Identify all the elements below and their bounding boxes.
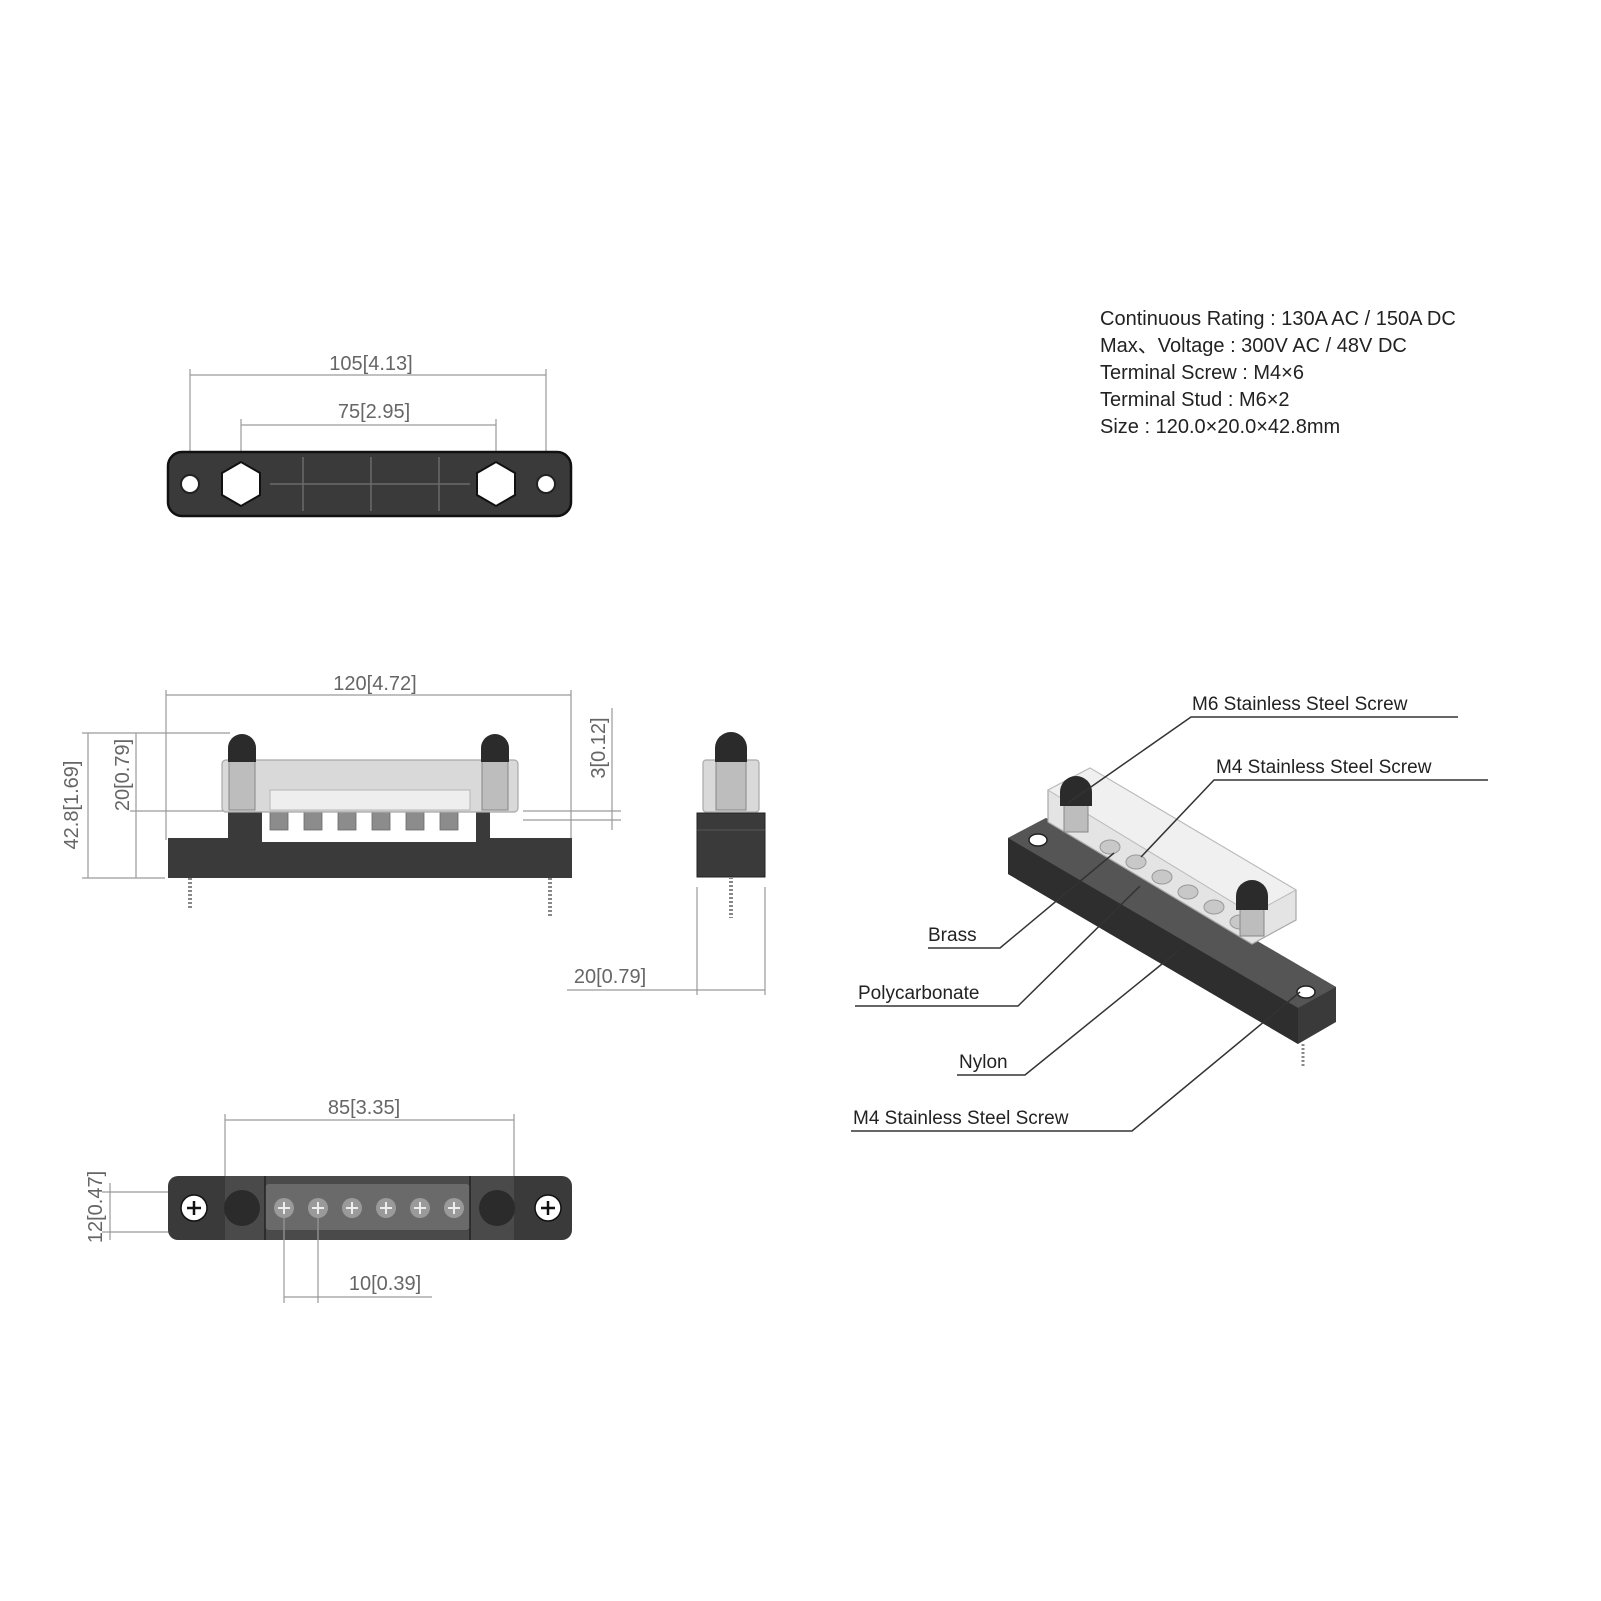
- side-stud-cap-icon: [715, 732, 747, 762]
- spec-size: Size : 120.0×20.0×42.8mm: [1100, 416, 1340, 438]
- mount-hole-right: [536, 474, 556, 494]
- spec-block: Continuous Rating : 130A AC / 150A DC Ma…: [1100, 308, 1456, 438]
- dim-base-height: 20[0.79]: [112, 739, 134, 811]
- mount-hole-left: [180, 474, 200, 494]
- side-view: 20[0.79]: [567, 732, 766, 995]
- dim-cover-gap: 3[0.12]: [588, 717, 610, 778]
- top-view: 105[4.13] 75[2.95]: [166, 353, 573, 518]
- spec-terminal-stud: Terminal Stud : M6×2: [1100, 389, 1290, 411]
- dim-terminal-pitch: 10[0.39]: [349, 1273, 421, 1295]
- mount-screw-left-icon: [180, 1194, 208, 1222]
- hex-nut-left-icon: [221, 460, 261, 508]
- isometric-view: M6 Stainless Steel Screw M4 Stainless St…: [851, 694, 1488, 1132]
- callout-brass: Brass: [928, 925, 977, 946]
- callout-m6-screw: M6 Stainless Steel Screw: [1192, 694, 1408, 715]
- front-view: 120[4.72] 42.8[1.69] 20[0.79] 3[0.12]: [61, 673, 621, 918]
- dim-bottom-width: 12[0.47]: [85, 1171, 107, 1243]
- dim-total-length: 120[4.72]: [333, 673, 416, 695]
- mount-screw-right-icon: [534, 1194, 562, 1222]
- bottom-stud-cap-left-icon: [224, 1190, 260, 1226]
- front-view-base: [168, 812, 572, 878]
- iso-mount-hole-left: [1028, 833, 1048, 847]
- dim-total-height: 42.8[1.69]: [61, 761, 83, 850]
- iso-mount-hole-right: [1296, 985, 1316, 999]
- iso-stud-cap-right-icon: [1236, 880, 1268, 910]
- spec-continuous-rating: Continuous Rating : 130A AC / 150A DC: [1100, 308, 1456, 330]
- terminal-screw-icon: [342, 1198, 362, 1218]
- callout-m4-screw-top: M4 Stainless Steel Screw: [1216, 757, 1432, 778]
- spec-max-voltage: Max、Voltage : 300V AC / 48V DC: [1100, 335, 1407, 357]
- side-view-base: [696, 812, 766, 878]
- front-stud-cap-left-icon: [228, 734, 256, 762]
- bottom-stud-cap-right-icon: [479, 1190, 515, 1226]
- front-stud-cap-right-icon: [481, 734, 509, 762]
- terminal-screw-row: [274, 1198, 464, 1218]
- hex-nut-right-icon: [476, 460, 516, 508]
- terminal-screw-icon: [308, 1198, 328, 1218]
- terminal-screw-icon: [274, 1198, 294, 1218]
- dim-stud-span: 85[3.35]: [328, 1097, 400, 1119]
- terminal-screw-icon: [410, 1198, 430, 1218]
- terminal-screw-icon: [444, 1198, 464, 1218]
- dim-stud-spacing: 75[2.95]: [338, 401, 410, 423]
- front-terminal-row: [269, 811, 459, 831]
- callout-polycarbonate: Polycarbonate: [858, 983, 979, 1004]
- dim-outer-hole-spacing: 105[4.13]: [329, 353, 412, 375]
- callout-m4-screw-bottom: M4 Stainless Steel Screw: [853, 1108, 1069, 1129]
- callout-nylon: Nylon: [959, 1052, 1008, 1073]
- terminal-screw-icon: [376, 1198, 396, 1218]
- iso-stud-cap-left-icon: [1060, 776, 1092, 806]
- dim-side-width: 20[0.79]: [574, 966, 646, 988]
- bottom-view: 85[3.35] 12[0.47]: [85, 1097, 572, 1303]
- spec-terminal-screw: Terminal Screw : M4×6: [1100, 362, 1304, 384]
